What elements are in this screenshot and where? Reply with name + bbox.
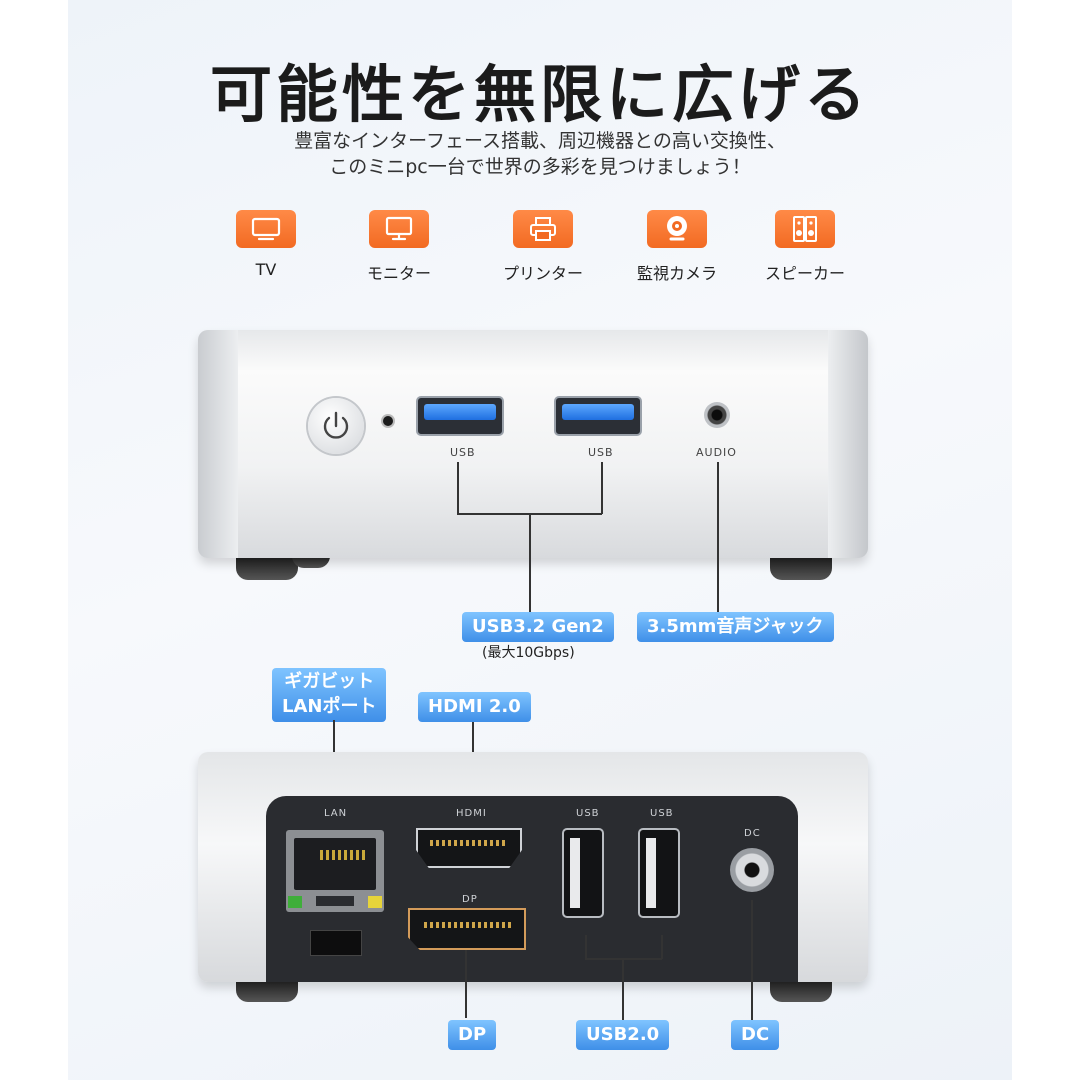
callout-audio: 3.5mm音声ジャック bbox=[637, 612, 834, 642]
connector-line bbox=[585, 958, 662, 960]
rear-panel: LAN HDMI DP USB USB DC bbox=[198, 752, 868, 982]
webcam-icon bbox=[647, 210, 707, 248]
device-speaker: スピーカー bbox=[740, 210, 870, 284]
rear-lan-label: LAN bbox=[324, 808, 348, 819]
page-subtitle: 豊富なインターフェース搭載、周辺機器との高い交換性、 このミニpc一台で世界の多… bbox=[0, 128, 1080, 180]
displayport-port bbox=[408, 908, 526, 950]
rear-hdmi-label: HDMI bbox=[456, 808, 487, 819]
speaker-icon bbox=[775, 210, 835, 248]
callout-usb32: USB3.2 Gen2 bbox=[462, 612, 614, 642]
connector-line bbox=[661, 935, 663, 959]
front-foot-left bbox=[236, 558, 298, 580]
audio-jack bbox=[704, 402, 730, 428]
front-foot-right bbox=[770, 558, 832, 580]
device-tv: TV bbox=[201, 210, 331, 279]
device-printer: プリンター bbox=[478, 210, 608, 284]
front-audio-label: AUDIO bbox=[696, 446, 737, 459]
connector-line bbox=[751, 900, 753, 1020]
connector-line bbox=[601, 462, 603, 514]
connector-line bbox=[622, 958, 624, 1020]
front-usb-port-1 bbox=[416, 396, 504, 436]
page-title: 可能性を無限に広げる bbox=[209, 58, 870, 131]
front-foot-left-2 bbox=[292, 556, 330, 568]
device-label: TV bbox=[255, 260, 277, 279]
printer-icon bbox=[513, 210, 573, 248]
callout-dp: DP bbox=[448, 1020, 497, 1050]
power-led bbox=[383, 416, 393, 426]
connector-line bbox=[529, 513, 531, 613]
callout-lan-line-2: LANポート bbox=[282, 696, 377, 717]
monitor-icon bbox=[369, 210, 429, 248]
device-label: 監視カメラ bbox=[636, 264, 717, 283]
front-usb-port-2 bbox=[554, 396, 642, 436]
power-icon bbox=[323, 411, 349, 439]
rear-usb-label-1: USB bbox=[576, 808, 600, 819]
callout-lan-line-1: ギガビット bbox=[284, 671, 375, 692]
callout-lan: ギガビット LANポート bbox=[272, 668, 387, 722]
power-button[interactable] bbox=[308, 398, 364, 454]
front-panel: USB USB AUDIO bbox=[198, 330, 868, 558]
rear-dc-label: DC bbox=[744, 828, 761, 839]
front-usb-label-1: USB bbox=[450, 446, 476, 459]
subtitle-line-1: 豊富なインターフェース搭載、周辺機器との高い交換性、 bbox=[294, 130, 786, 152]
rear-dp-label: DP bbox=[462, 894, 478, 905]
connector-line bbox=[585, 935, 587, 959]
callout-usb20: USB2.0 bbox=[576, 1020, 670, 1050]
kensington-slot bbox=[310, 930, 362, 956]
device-label: モニター bbox=[366, 264, 431, 283]
lan-port bbox=[286, 830, 384, 912]
rear-foot-left bbox=[236, 980, 298, 1002]
rear-io-plate: LAN HDMI DP USB USB DC bbox=[266, 796, 798, 982]
subtitle-line-2: このミニpc一台で世界の多彩を見つけましょう！ bbox=[329, 156, 751, 178]
connector-line bbox=[717, 462, 719, 612]
device-monitor: モニター bbox=[334, 210, 464, 284]
callout-dc: DC bbox=[731, 1020, 780, 1050]
dc-port bbox=[730, 848, 774, 892]
tv-icon bbox=[236, 210, 296, 248]
rear-usb-port-2 bbox=[638, 828, 680, 918]
rear-usb-label-2: USB bbox=[650, 808, 674, 819]
callout-hdmi: HDMI 2.0 bbox=[418, 692, 531, 722]
device-label: スピーカー bbox=[764, 264, 845, 283]
device-label: プリンター bbox=[502, 264, 583, 283]
rear-foot-right bbox=[770, 980, 832, 1002]
rear-usb-port-1 bbox=[562, 828, 604, 918]
connector-line bbox=[465, 950, 467, 1018]
front-usb-label-2: USB bbox=[588, 446, 614, 459]
device-webcam: 監視カメラ bbox=[612, 210, 742, 284]
callout-usb32-note: (最大10Gbps) bbox=[482, 645, 575, 661]
connector-line bbox=[457, 462, 459, 514]
hdmi-port bbox=[416, 828, 522, 868]
